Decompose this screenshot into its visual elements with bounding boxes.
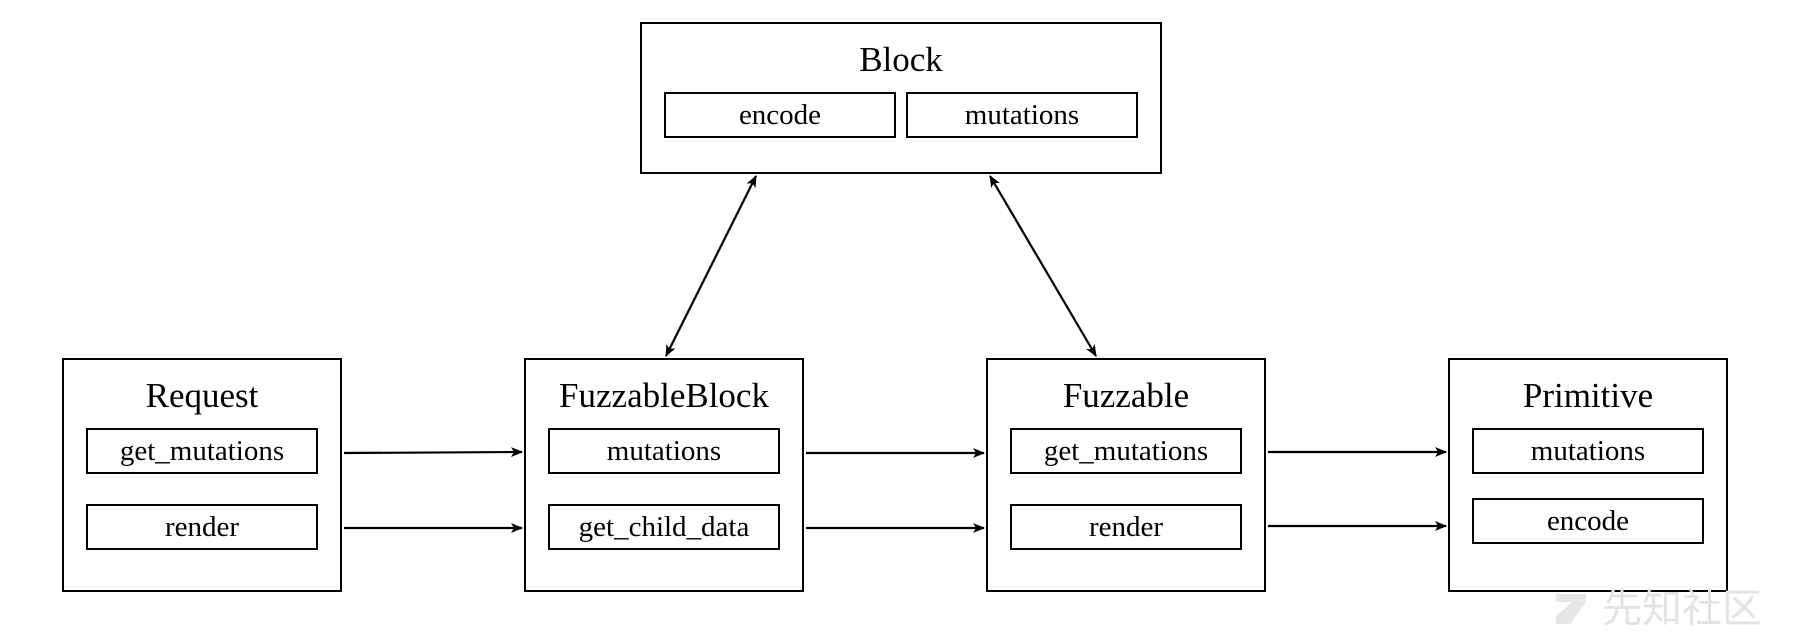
fuzzable-method-get-mutations: get_mutations: [1010, 428, 1242, 474]
request-method-get-mutations: get_mutations: [86, 428, 318, 474]
primitive-box: Primitive mutations encode: [1448, 358, 1728, 592]
request-box: Request get_mutations render: [62, 358, 342, 592]
edge-request-getmutations-to-mutations: [343, 447, 523, 458]
primitive-title: Primitive: [1522, 376, 1654, 415]
watermark: 先知社区: [1550, 585, 1790, 633]
block-box: Block encode mutations: [640, 22, 1162, 174]
request-title: Request: [145, 376, 259, 415]
fuzzable-method-render: render: [1010, 504, 1242, 550]
watermark-text: 先知社区: [1602, 586, 1762, 632]
primitive-method-mutations: mutations: [1472, 428, 1704, 474]
fuzzable-title: Fuzzable: [1062, 376, 1190, 415]
edge-block-fuzzableblock: [665, 175, 757, 357]
fuzzable-block-method-mutations: mutations: [548, 428, 780, 474]
edge-block-fuzzable: [989, 175, 1097, 357]
request-method-render: render: [86, 504, 318, 550]
fuzzable-block-method-get-child-data: get_child_data: [548, 504, 780, 550]
fuzzable-block-box: FuzzableBlock mutations get_child_data: [524, 358, 804, 592]
watermark-logo-icon: [1556, 594, 1586, 624]
block-method-mutations: mutations: [906, 92, 1138, 138]
block-title: Block: [859, 40, 943, 79]
fuzzable-box: Fuzzable get_mutations render: [986, 358, 1266, 592]
primitive-method-encode: encode: [1472, 498, 1704, 544]
block-method-encode: encode: [664, 92, 896, 138]
fuzzable-block-title: FuzzableBlock: [559, 376, 769, 415]
